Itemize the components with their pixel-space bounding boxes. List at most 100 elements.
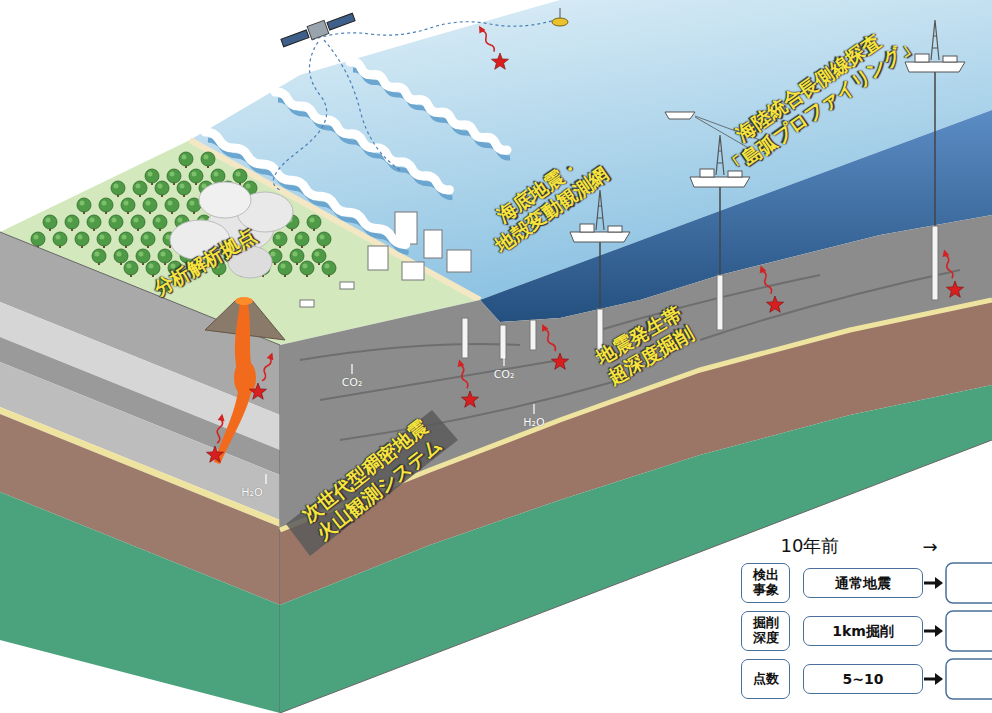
- drilling-ships: [934, 70, 936, 226]
- tree: [233, 169, 247, 183]
- tree: [114, 184, 119, 189]
- table-arrows: [935, 625, 943, 637]
- tree: [80, 201, 85, 206]
- tree: [156, 218, 161, 223]
- town-buildings: [368, 246, 388, 270]
- future-box: [946, 563, 992, 603]
- future-box: [946, 659, 992, 699]
- left-face-layers: [0, 492, 280, 713]
- gas-label: CO₂: [342, 376, 363, 389]
- right-face-layers: [286, 410, 458, 556]
- town-buildings: [402, 262, 424, 280]
- earthquake-stars: [941, 249, 956, 280]
- tree: [145, 169, 159, 183]
- table-arrows: [935, 673, 943, 685]
- table-arrows: [924, 582, 936, 585]
- volcano: [170, 182, 293, 464]
- tree: [97, 232, 111, 246]
- tree: [143, 198, 157, 212]
- satellite: [324, 40, 400, 170]
- buoy: [560, 8, 561, 18]
- tree: [170, 172, 175, 177]
- tree: [293, 252, 298, 257]
- tree: [204, 155, 209, 160]
- earthquake-stars: [946, 281, 963, 297]
- tree: [273, 232, 287, 246]
- tree: [114, 249, 128, 263]
- tree: [310, 218, 315, 223]
- drilling-ships: [665, 112, 695, 119]
- earthquake-stars: [539, 322, 558, 352]
- tree: [211, 169, 225, 183]
- gas-arrows: [503, 356, 504, 366]
- tree: [92, 249, 106, 263]
- tree: [180, 184, 185, 189]
- future-box: [946, 611, 992, 651]
- earthquake-stars: [766, 296, 783, 312]
- tree: [121, 198, 135, 212]
- earthquake-stars: [551, 353, 568, 369]
- tree: [167, 169, 181, 183]
- earthquake-stars: [259, 351, 276, 382]
- tree: [155, 181, 169, 195]
- table-arrows: [924, 577, 943, 685]
- tree: [158, 249, 172, 263]
- tree: [46, 218, 51, 223]
- gas-label: H₂O: [523, 416, 544, 429]
- tree: [146, 201, 151, 206]
- town-buildings: [424, 230, 442, 258]
- tree: [298, 235, 303, 240]
- tree: [325, 264, 330, 269]
- value-box: 1km掘削: [803, 616, 923, 646]
- tree: [300, 261, 314, 275]
- tree: [117, 252, 122, 257]
- value-text: 通常地震: [835, 575, 891, 591]
- tree: [109, 215, 123, 229]
- tree: [149, 264, 154, 269]
- tree: [189, 169, 203, 183]
- drilling-ships: [719, 185, 721, 275]
- tree: [31, 232, 45, 246]
- drilling-ships: [462, 318, 468, 358]
- tree: [43, 215, 57, 229]
- tree: [295, 232, 309, 246]
- tree: [146, 261, 160, 275]
- tree: [133, 181, 147, 195]
- table-arrows: [935, 577, 943, 589]
- tree: [136, 249, 150, 263]
- earthquake-stars: [456, 359, 471, 390]
- tree: [139, 252, 144, 257]
- future-box: [946, 563, 992, 699]
- tree: [161, 252, 166, 257]
- tree: [102, 201, 107, 206]
- region-label: 海陸統合長側線探査 「島弧プロファイリング」: [709, 13, 922, 181]
- earthquake-stars: [476, 24, 497, 53]
- tree: [78, 235, 83, 240]
- value-box: 5~10: [803, 664, 923, 694]
- tree: [111, 181, 125, 195]
- tree: [131, 215, 145, 229]
- buoy: [552, 18, 568, 26]
- right-face-layers: [280, 110, 992, 713]
- gas-arrows: [265, 474, 266, 484]
- region-label: 次世代型稠密地震 火山観測システム: [298, 415, 446, 545]
- tree: [148, 172, 153, 177]
- tree: [246, 184, 251, 189]
- tree: [201, 152, 215, 166]
- tree: [141, 232, 155, 246]
- tree: [77, 198, 91, 212]
- region-label: 海底地震・ 地殻変動観測網: [477, 143, 612, 257]
- table-arrows: [924, 678, 936, 681]
- tsunami-waves: [205, 62, 510, 253]
- value-text: 1km掘削: [832, 623, 894, 639]
- row-header-text: 点数: [753, 672, 779, 687]
- row-header-box: 検出 事象: [741, 563, 790, 603]
- tree: [119, 232, 133, 246]
- tree: [153, 215, 167, 229]
- region-label: 地震発生帯 超深度掘削: [592, 302, 697, 389]
- satellite: [273, 42, 326, 190]
- tree: [182, 155, 187, 160]
- tree: [290, 249, 304, 263]
- table-heading: 10年前: [781, 534, 840, 558]
